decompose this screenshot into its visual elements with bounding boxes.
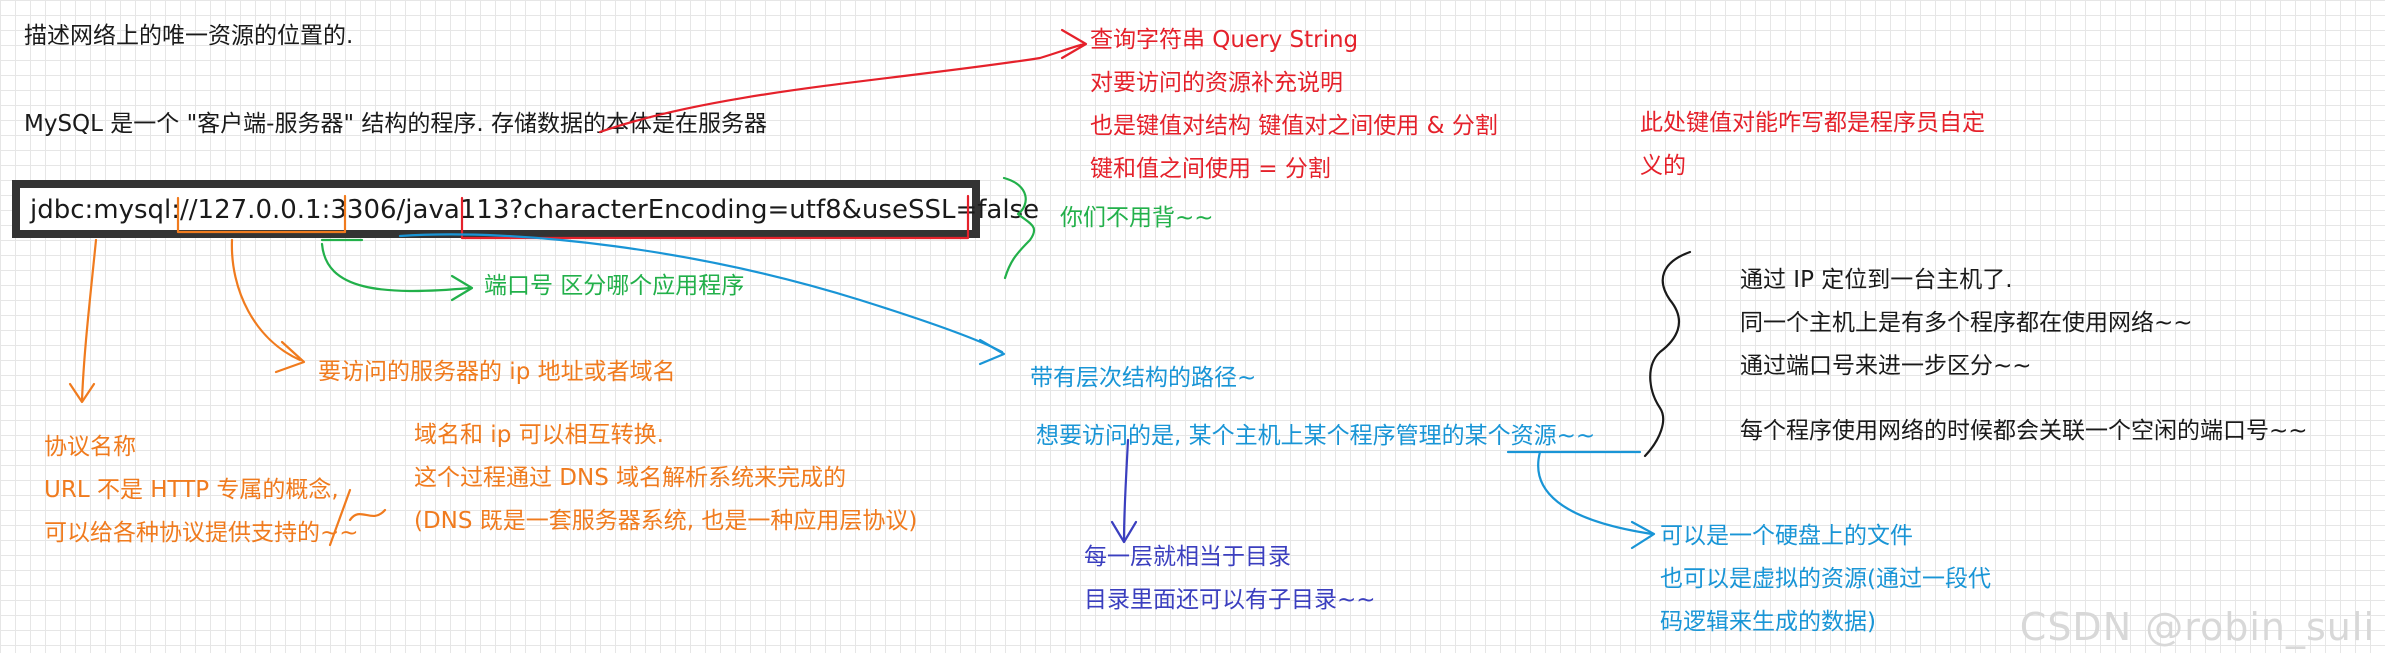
url-box: jdbc:mysql://127.0.0.1:3306/java113?char… (12, 180, 1039, 238)
intro-note-2: MySQL 是一个 "客户端-服务器" 结构的程序. 存储数据的本体是在服务器 (24, 111, 767, 137)
query-string-note-2: 对要访问的资源补充说明 (1090, 70, 1343, 96)
ip-note: 要访问的服务器的 ip 地址或者域名 (318, 359, 676, 385)
green-brace (1002, 176, 1036, 280)
kv-custom-note-1: 此处键值对能咋写都是程序员自定 (1640, 110, 1985, 136)
directory-arrow-head (1110, 520, 1138, 544)
protocol-note-1: 协议名称 (44, 434, 136, 460)
query-string-title: 查询字符串 Query String (1090, 27, 1359, 53)
resource-arrow-head (1630, 520, 1656, 550)
query-string-note-4: 键和值之间使用 = 分割 (1090, 156, 1331, 182)
host-note-3: 通过端口号来进一步区分~~ (1740, 353, 2032, 379)
protocol-arrow-head (68, 382, 96, 404)
port-arrow-head (450, 274, 474, 302)
dns-note-2: 这个过程通过 DNS 域名解析系统来完成的 (414, 465, 847, 491)
dns-note-1: 域名和 ip 可以相互转换. (414, 422, 664, 448)
kv-custom-note-2: 义的 (1640, 153, 1686, 179)
path-arrow-head (978, 338, 1006, 366)
watermark: CSDN @robin_suli (2019, 605, 2375, 649)
host-brace (1643, 250, 1692, 458)
directory-note-2: 目录里面还可以有子目录~~ (1084, 587, 1376, 613)
protocol-scribble (328, 488, 387, 547)
intro-note-1: 描述网络上的唯一资源的位置的. (24, 23, 354, 49)
query-string-bracket (460, 194, 970, 240)
ip-arrow-head (274, 340, 306, 374)
query-string-note-3: 也是键值对结构 键值对之间使用 & 分割 (1090, 113, 1498, 139)
no-memorize-note: 你们不用背~~ (1060, 205, 1214, 231)
query-string-arrow (598, 42, 1087, 134)
resource-note-1: 可以是一个硬盘上的文件 (1660, 523, 1913, 549)
url-text: jdbc:mysql://127.0.0.1:3306/java113?char… (30, 195, 1040, 225)
protocol-note-3: 可以给各种协议提供支持的~~ (44, 520, 359, 546)
port-note: 端口号 区分哪个应用程序 (484, 273, 745, 299)
resource-arrow (1537, 450, 1654, 536)
protocol-arrow (80, 238, 98, 402)
query-string-arrow-head (1060, 28, 1088, 60)
port-arrow (320, 242, 472, 293)
path-arrow (398, 233, 1004, 354)
ip-bracket (176, 194, 347, 234)
ip-arrow (230, 238, 302, 362)
resource-note-2: 也可以是虚拟的资源(通过一段代 (1660, 566, 1991, 592)
host-note-1: 通过 IP 定位到一台主机了. (1740, 267, 2013, 293)
directory-note-1: 每一层就相当于目录 (1084, 544, 1291, 570)
directory-arrow (1122, 438, 1130, 542)
host-note-4: 每个程序使用网络的时候都会关联一个空闲的端口号~~ (1740, 418, 2308, 444)
dns-note-3: (DNS 既是一套服务器系统, 也是一种应用层协议) (414, 508, 918, 534)
resource-note-3: 码逻辑来生成的数据) (1660, 609, 1876, 635)
path-note-1: 带有层次结构的路径~ (1030, 365, 1257, 391)
protocol-note-2: URL 不是 HTTP 专属的概念, (44, 477, 339, 503)
path-note-2: 想要访问的是, 某个主机上某个程序管理的某个资源~~ (1036, 423, 1596, 449)
host-note-2: 同一个主机上是有多个程序都在使用网络~~ (1740, 310, 2193, 336)
